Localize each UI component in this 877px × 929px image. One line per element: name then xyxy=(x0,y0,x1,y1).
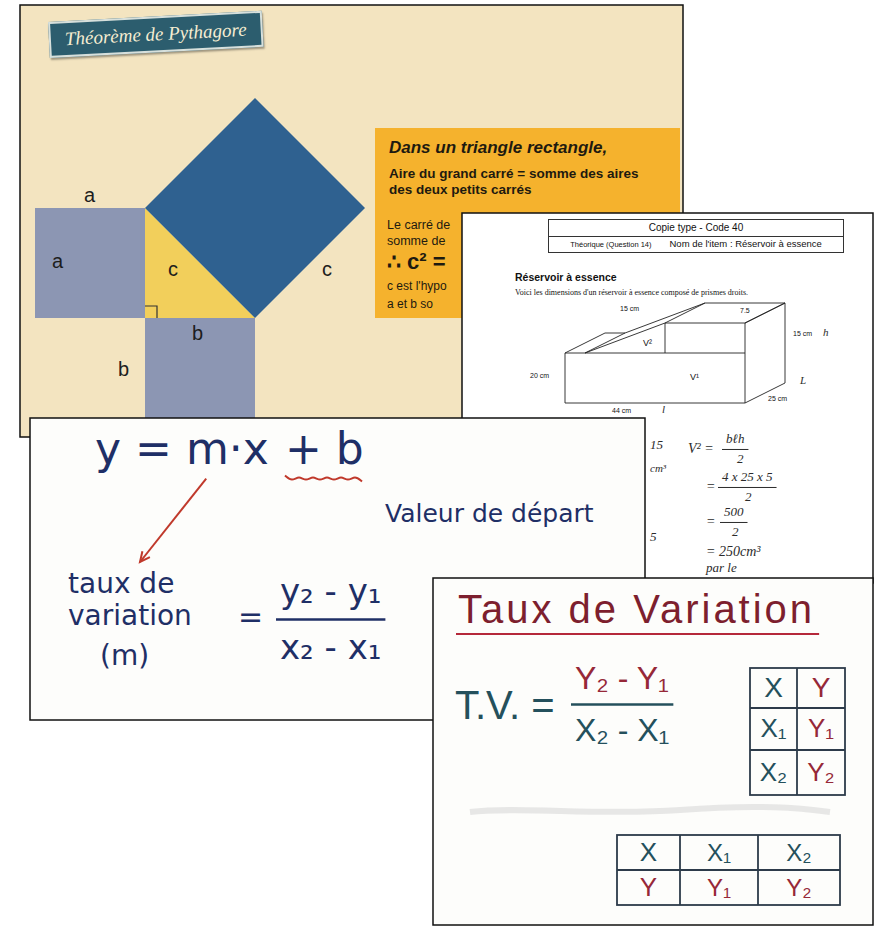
whiteboard-ground xyxy=(433,578,873,925)
table-cell: Y xyxy=(640,873,657,903)
prism-drawing xyxy=(565,303,785,403)
table-cell: X₂ xyxy=(786,839,811,867)
info-text: Le carré de xyxy=(387,218,450,232)
dimension-label: l xyxy=(662,403,665,416)
dimension-label: h xyxy=(823,326,829,339)
whiteboard-formula: y₂ - y₁ xyxy=(280,572,381,611)
square-a xyxy=(35,208,145,318)
table-cell: Y₂ xyxy=(786,874,811,902)
whiteboard-formula: taux de variation xyxy=(68,568,233,632)
side-label: c xyxy=(322,258,332,281)
dimension-label: 20 cm xyxy=(530,372,549,380)
table-grid xyxy=(750,668,845,795)
handwritten-calc: bℓh xyxy=(726,432,744,447)
whiteboard-formula: = xyxy=(238,600,263,635)
handwritten-calc: 500 xyxy=(724,505,744,520)
dimension-label: 15 cm xyxy=(793,330,812,338)
handwritten-calc: 15 xyxy=(650,438,663,453)
dimension-label: L xyxy=(800,374,806,387)
problem-title: Réservoir à essence xyxy=(515,271,617,283)
header-text: Théorique (Question 14) xyxy=(570,241,651,250)
header-text: Nom de l'item : Réservoir à essence xyxy=(670,239,822,250)
table-cell: Y xyxy=(812,672,831,704)
table-grid xyxy=(617,835,840,905)
whiteboard-formula: T.V. = xyxy=(455,682,555,728)
table-cell: X₁ xyxy=(707,839,731,867)
table-cell: Y₁ xyxy=(808,714,834,744)
side-label: a xyxy=(84,184,95,207)
problem-statement: Voici les dimensions d'un réservoir à es… xyxy=(515,288,748,297)
info-text: somme de xyxy=(387,234,445,248)
whiteboard-formula: (m) xyxy=(100,640,149,672)
fraction-lines xyxy=(276,449,777,704)
dimension-label: V¹ xyxy=(690,372,699,382)
dimension-label: 44 cm xyxy=(612,407,631,415)
whiteboard-formula: + b xyxy=(285,424,364,475)
dimension-label: 7.5 xyxy=(740,307,750,315)
table-cell: Y₂ xyxy=(807,758,834,788)
table-cell: X₂ xyxy=(760,758,787,788)
banner-title: Théorème de Pythagore xyxy=(64,19,247,50)
dimension-label: 15 cm xyxy=(620,305,639,313)
header-cell: Théorique (Question 14) Nom de l'item : R… xyxy=(548,236,844,253)
fraction-bar xyxy=(276,618,385,621)
header-cell: Copie type - Code 40 xyxy=(548,219,844,237)
handwritten-calc: 2 xyxy=(732,525,739,540)
whiteboard-formula: y = m·x xyxy=(95,424,269,475)
handwritten-calc: par le xyxy=(706,561,737,576)
whiteboard-formula: Y₂ - Y₁ xyxy=(575,660,669,697)
fraction-bar xyxy=(571,703,673,706)
fraction-bar xyxy=(718,487,777,488)
square-b xyxy=(145,318,255,428)
whiteboard-formula: x₂ - x₁ xyxy=(280,628,381,667)
handwritten-calc: 2 xyxy=(745,490,752,505)
info-formula: ∴ c² = xyxy=(387,249,446,274)
side-label: a xyxy=(52,250,63,273)
right-angle-mark xyxy=(145,306,157,318)
info-text: Aire du grand carré = somme des aires de… xyxy=(389,166,659,197)
square-c xyxy=(145,98,365,318)
handwritten-calc: 5 xyxy=(650,530,657,545)
info-text: a et b so xyxy=(387,298,433,312)
whiteboard-formula: Taux de Variation xyxy=(458,586,815,632)
fraction-bar xyxy=(720,522,748,523)
side-label: c xyxy=(168,258,178,281)
whiteboard-formula: Valeur de départ xyxy=(385,500,594,529)
table-cell: Y₁ xyxy=(707,874,731,902)
handwritten-calc: = 250cm³ xyxy=(706,544,760,560)
title-underline xyxy=(456,633,819,635)
red-arrow-head xyxy=(140,551,150,562)
fraction-bar xyxy=(722,449,748,450)
side-label: b xyxy=(118,358,129,381)
red-arrow xyxy=(140,479,206,562)
handwritten-calc: V² = xyxy=(688,441,714,457)
eraser-smudge xyxy=(470,807,830,812)
table-cell: X xyxy=(640,838,657,868)
wavy-underline xyxy=(285,476,362,482)
handwritten-calc: = xyxy=(706,514,715,530)
handwritten-calc: cm³ xyxy=(650,462,666,475)
side-label: b xyxy=(192,322,203,345)
dimension-label: 25 cm xyxy=(768,395,787,403)
whiteboard-formula: X₂ - X₁ xyxy=(575,712,669,749)
whiteboard-panel xyxy=(433,578,873,925)
handwritten-calc: = xyxy=(706,479,715,495)
handwritten-calc: 4 x 25 x 5 xyxy=(722,470,773,485)
dimension-label: V² xyxy=(643,338,652,348)
table-cell: X₁ xyxy=(760,714,786,744)
info-heading: Dans un triangle rectangle, xyxy=(389,138,607,158)
info-text: c est l'hypo xyxy=(387,280,447,294)
table-cell: X xyxy=(764,672,783,704)
handwritten-calc: 2 xyxy=(737,452,744,467)
header-text: Copie type - Code 40 xyxy=(649,222,744,234)
